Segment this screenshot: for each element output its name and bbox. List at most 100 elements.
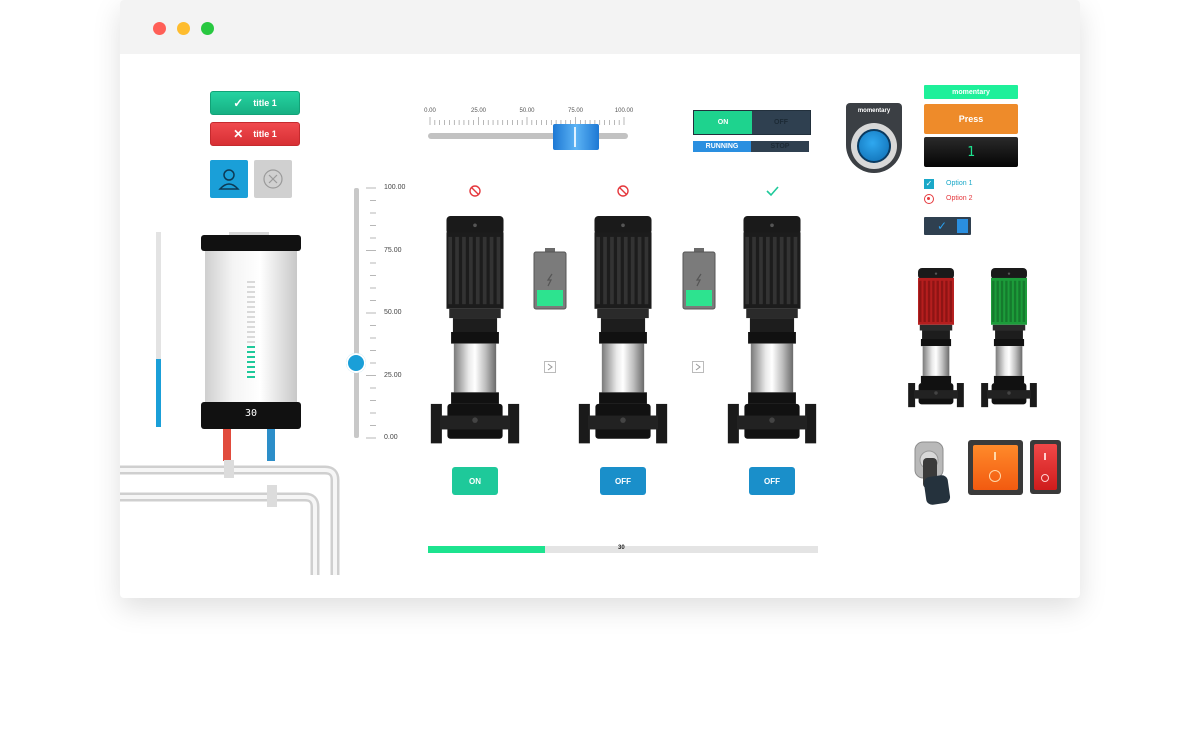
success-title-button[interactable]: ✓ title 1 <box>210 91 300 115</box>
orange-rocker-switch[interactable] <box>968 440 1023 495</box>
rocker-face <box>973 445 1018 490</box>
tank-level-tick <box>247 336 255 338</box>
battery-1 <box>533 248 567 310</box>
user-button[interactable] <box>210 160 248 198</box>
blue-button-cap <box>857 129 891 163</box>
tank-level-tick <box>247 371 255 373</box>
lever-switch[interactable] <box>913 440 959 506</box>
tank-level-tick <box>247 286 255 288</box>
tank-level-tick <box>247 331 255 333</box>
check-icon: ✓ <box>233 96 244 110</box>
close-window-button[interactable] <box>153 22 166 35</box>
charge-icon <box>695 273 702 287</box>
vertical-pump <box>430 216 520 444</box>
tank-display: 30 <box>245 408 258 419</box>
vertical-pump <box>727 216 817 444</box>
toggle-on-segment[interactable]: ON <box>694 111 752 134</box>
press-button[interactable]: Press <box>924 104 1018 134</box>
toggle-off-segment[interactable]: OFF <box>774 119 788 126</box>
check-toggle[interactable]: ✓ <box>924 217 971 235</box>
momentary-button[interactable]: momentary <box>924 85 1018 99</box>
vertical-slider-knob[interactable] <box>346 353 366 373</box>
close-icon: ✕ <box>233 127 244 141</box>
minimize-window-button[interactable] <box>177 22 190 35</box>
on-mark <box>994 452 996 460</box>
h-tick-label: 50.00 <box>519 108 535 114</box>
on-off-toggle[interactable]: ON OFF <box>693 110 811 135</box>
red-pump <box>908 268 964 408</box>
cancel-circle-icon <box>263 169 283 189</box>
h-tick-label: 25.00 <box>470 108 487 114</box>
tank-level-tick <box>247 311 255 313</box>
progress-value: 30 <box>618 545 625 551</box>
tank-level-tick <box>247 346 255 348</box>
red-rocker-switch[interactable] <box>1030 440 1061 494</box>
tank-level-tick <box>247 361 255 363</box>
radio-dot <box>927 197 930 200</box>
tank-level-tick <box>247 341 255 343</box>
v-tick-label: 25.00 <box>384 371 402 379</box>
momentary-round-label: momentary <box>857 108 891 114</box>
tank-level-tick <box>247 301 255 303</box>
off-mark <box>1041 474 1049 482</box>
tank-level-tick <box>247 351 255 353</box>
vertical-slider-track[interactable] <box>354 188 359 438</box>
tank-level-tick <box>247 376 255 378</box>
toggle-thumb <box>957 219 968 233</box>
on-mark <box>1044 453 1046 460</box>
check-icon <box>766 186 779 197</box>
pump-toggle-button[interactable]: OFF <box>749 467 795 495</box>
h-tick-label: 75.00 <box>567 108 584 114</box>
h-tick-label: 0.00 <box>424 108 436 114</box>
horizontal-slider-knob[interactable] <box>552 124 599 150</box>
horizontal-slider-labels: 0.00 25.00 50.00 75.00 100.00 <box>0 108 633 116</box>
tank-level-tick <box>247 291 255 293</box>
check-icon: ✓ <box>925 179 933 188</box>
pump-toggle-button[interactable]: ON <box>452 467 498 495</box>
success-title-label: title 1 <box>253 98 277 108</box>
maximize-window-button[interactable] <box>201 22 214 35</box>
running-label: RUNNING <box>693 141 751 152</box>
tank-level-tick <box>247 296 255 298</box>
green-pump <box>981 268 1037 408</box>
battery-2 <box>682 248 716 310</box>
rocker-face <box>1034 444 1057 490</box>
tank-level-tick <box>247 321 255 323</box>
vertical-pump <box>578 216 668 444</box>
user-icon <box>218 169 240 190</box>
blocked-icon <box>617 185 629 197</box>
tank-level-tick <box>247 281 255 283</box>
charge-icon <box>546 273 553 287</box>
lcd-display: 1 <box>924 137 1018 167</box>
v-tick-label: 100.00 <box>384 184 406 191</box>
pump-toggle-button[interactable]: OFF <box>600 467 646 495</box>
tank-level-tick <box>247 366 255 368</box>
pipes <box>120 460 340 575</box>
h-tick-label: 100.00 <box>614 108 634 114</box>
error-title-button[interactable]: ✕ title 1 <box>210 122 300 146</box>
knob-grip <box>573 127 576 147</box>
v-tick-label: 50.00 <box>384 309 402 316</box>
level-bar-fill <box>156 358 161 427</box>
option2-radio[interactable] <box>924 194 934 204</box>
tank-level-tick <box>247 316 255 318</box>
tank-level-tick <box>247 356 255 358</box>
chevron-right-icon[interactable] <box>692 361 704 373</box>
v-tick-label: 75.00 <box>384 246 402 254</box>
vertical-slider-ticks <box>366 187 376 439</box>
momentary-round-button[interactable] <box>851 123 897 169</box>
tank-level-tick <box>247 306 255 308</box>
stop-label: STOP <box>770 143 790 150</box>
option2-label: Option 2 <box>946 195 973 202</box>
vertical-slider-labels: 100.00 75.00 50.00 25.00 0.00 <box>384 0 424 441</box>
chevron-right-icon[interactable] <box>544 361 556 373</box>
level-bar <box>156 232 161 427</box>
progress-bar-fill <box>428 546 545 553</box>
option1-label: Option 1 <box>946 180 973 187</box>
title-bar <box>120 0 1080 54</box>
horizontal-slider-track[interactable] <box>428 133 628 139</box>
off-mark <box>989 470 1001 482</box>
cancel-button[interactable] <box>254 160 292 198</box>
option1-checkbox[interactable]: ✓ <box>924 179 934 189</box>
progress-bar: 30 <box>428 545 818 553</box>
